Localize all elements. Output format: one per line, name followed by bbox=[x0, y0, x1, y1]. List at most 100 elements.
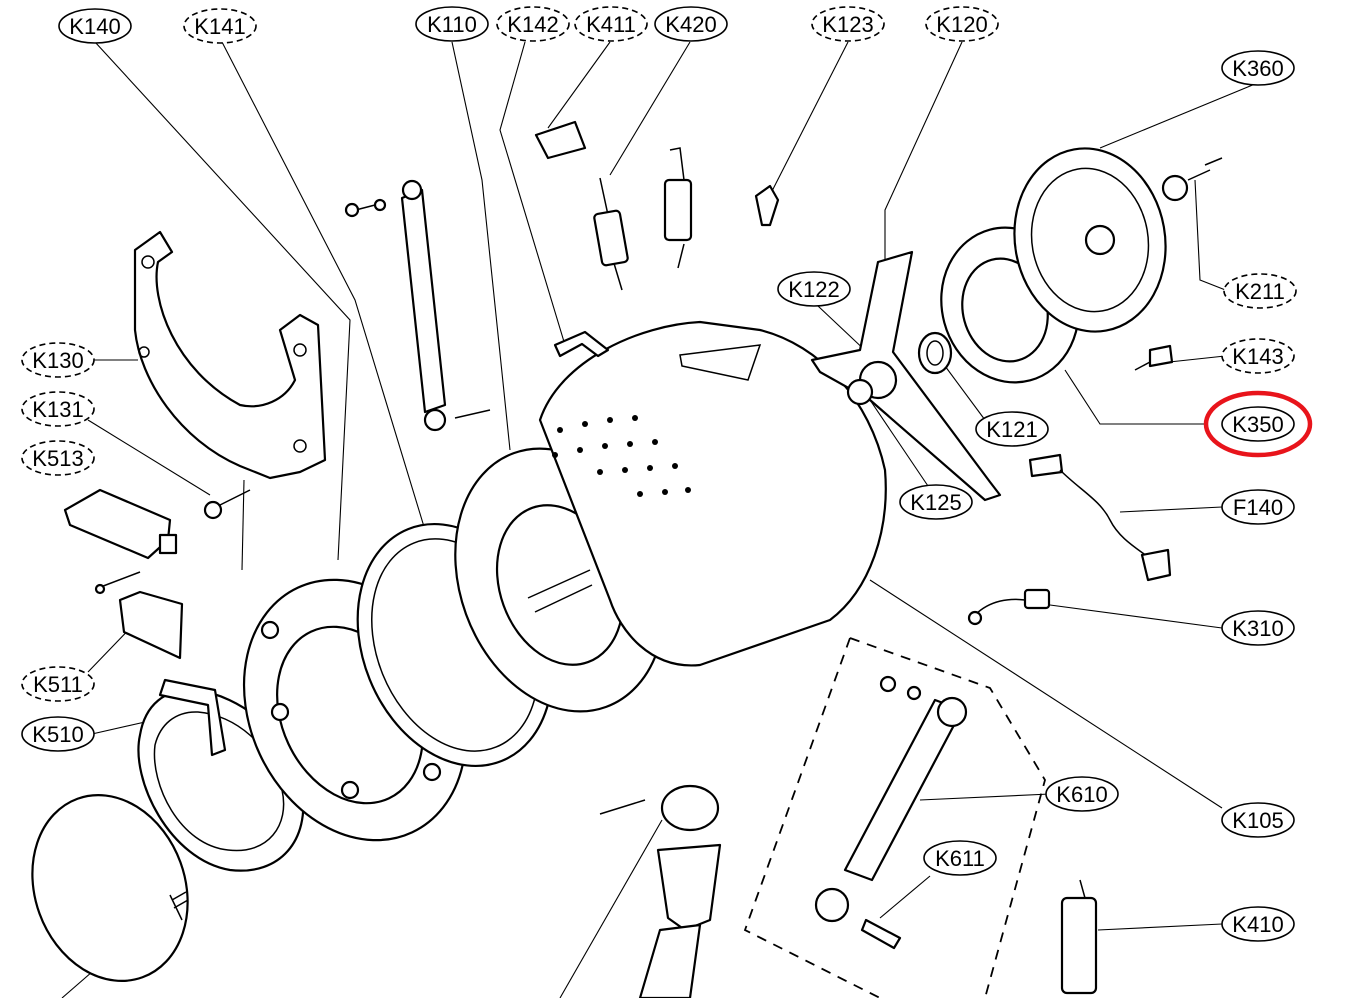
callout-k123: K123 bbox=[811, 6, 885, 42]
callout-label: K611 bbox=[935, 846, 985, 871]
door-handle-K511 bbox=[118, 590, 184, 660]
callout-k130: K130 bbox=[21, 342, 95, 378]
callout-label: K141 bbox=[194, 14, 245, 39]
callout-bubble bbox=[1221, 406, 1295, 442]
springs-K420 bbox=[593, 147, 693, 291]
tub-perforation bbox=[552, 415, 691, 497]
callout-k140: K140 bbox=[58, 8, 132, 44]
callout-label: K420 bbox=[665, 12, 716, 37]
callout-label: K142 bbox=[507, 12, 558, 37]
callout-label: K350 bbox=[1232, 412, 1283, 437]
callout-label: K130 bbox=[32, 348, 83, 373]
callout-bubble bbox=[1221, 610, 1295, 646]
spider-K120 bbox=[810, 250, 1002, 502]
callout-k611: K611 bbox=[923, 840, 997, 876]
door-hinge-K130 bbox=[133, 230, 327, 480]
callout-label: K510 bbox=[32, 722, 83, 747]
callout-k143: K143 bbox=[1221, 338, 1295, 374]
callout-label: K360 bbox=[1232, 56, 1283, 81]
callout-bubble bbox=[58, 8, 132, 44]
clip-K411 bbox=[534, 120, 587, 160]
callout-bubble bbox=[975, 411, 1049, 447]
callout-label: K143 bbox=[1232, 344, 1283, 369]
callout-k350: K350 bbox=[1203, 390, 1313, 458]
callout-bubble bbox=[1221, 50, 1295, 86]
callout-label: K411 bbox=[586, 12, 636, 37]
callout-bubble bbox=[1221, 802, 1295, 838]
callout-bubble bbox=[1045, 776, 1119, 812]
callout-k310: K310 bbox=[1221, 610, 1295, 646]
callout-bubble bbox=[811, 6, 885, 42]
callout-label: K110 bbox=[427, 12, 477, 37]
callout-label: K410 bbox=[1232, 912, 1283, 937]
screw-K131 bbox=[203, 489, 251, 520]
callout-k513: K513 bbox=[21, 440, 95, 476]
callout-bubble bbox=[777, 271, 851, 307]
callout-label: K120 bbox=[936, 12, 987, 37]
callout-k122: K122 bbox=[777, 271, 851, 307]
handle-cover-K513 bbox=[63, 488, 178, 595]
callout-bubble bbox=[1221, 906, 1295, 942]
drain-hose-assembly bbox=[599, 784, 722, 998]
callout-label: K310 bbox=[1232, 616, 1283, 641]
callout-k141: K141 bbox=[183, 8, 257, 44]
callout-labels: K140 K141 K110 K142 K411 K420 K123 K120K360K122… bbox=[21, 6, 1313, 942]
callout-bubble bbox=[925, 6, 999, 42]
callout-bubble bbox=[574, 6, 648, 42]
callout-label: K140 bbox=[69, 14, 120, 39]
rotor-K360 bbox=[1013, 147, 1223, 333]
callout-k121: K121 bbox=[975, 411, 1049, 447]
callout-k510: K510 bbox=[21, 716, 95, 752]
callout-bubble bbox=[654, 6, 728, 42]
bolt-K143 bbox=[1134, 344, 1174, 371]
damper-kit-K610 bbox=[743, 637, 1046, 998]
callout-bubble bbox=[21, 716, 95, 752]
callout-bubble bbox=[21, 666, 95, 702]
callout-k410: K410 bbox=[1221, 906, 1295, 942]
callout-bubble bbox=[1221, 338, 1295, 374]
callout-label: K211 bbox=[1235, 279, 1285, 304]
callout-bubble bbox=[21, 440, 95, 476]
callout-bubble bbox=[21, 391, 95, 427]
callout-k211: K211 bbox=[1223, 273, 1297, 309]
callout-k125: K125 bbox=[899, 484, 973, 520]
callout-k360: K360 bbox=[1221, 50, 1295, 86]
callout-label: K122 bbox=[788, 277, 839, 302]
highlight-ring bbox=[1203, 390, 1313, 458]
callout-k120: K120 bbox=[925, 6, 999, 42]
spring-K410 bbox=[1060, 879, 1098, 995]
callout-k131: K131 bbox=[21, 391, 95, 427]
callout-f140: F140 bbox=[1221, 489, 1295, 525]
shock-absorber-upper bbox=[344, 179, 491, 432]
seal-K121 bbox=[917, 331, 953, 375]
callout-k110: K110 bbox=[415, 6, 489, 42]
callout-label: K121 bbox=[986, 417, 1037, 442]
callout-bubble bbox=[923, 840, 997, 876]
callout-label: K105 bbox=[1232, 808, 1283, 833]
callout-bubble bbox=[21, 342, 95, 378]
leader-lines bbox=[61, 41, 1256, 998]
wire-harness-F140 bbox=[1028, 453, 1172, 582]
bolt-K123 bbox=[754, 184, 780, 227]
callout-label: K511 bbox=[33, 672, 83, 697]
callout-label: K123 bbox=[822, 12, 873, 37]
callout-bubble bbox=[415, 6, 489, 42]
callout-label: K610 bbox=[1056, 782, 1107, 807]
callout-label: K125 bbox=[910, 490, 961, 515]
callout-label: K513 bbox=[32, 446, 83, 471]
door-glass-ring bbox=[31, 794, 189, 982]
callout-label: F140 bbox=[1233, 495, 1283, 520]
sensor-K310 bbox=[967, 588, 1051, 626]
callout-k511: K511 bbox=[21, 666, 95, 702]
callout-k105: K105 bbox=[1221, 802, 1295, 838]
callout-k420: K420 bbox=[654, 6, 728, 42]
callout-bubble bbox=[899, 484, 973, 520]
callout-label: K131 bbox=[32, 397, 83, 422]
tub-bracket-K142 bbox=[553, 330, 610, 358]
callout-bubble bbox=[1221, 489, 1295, 525]
tub-K105 bbox=[538, 320, 887, 667]
callout-bubble bbox=[183, 8, 257, 44]
callout-bubble bbox=[1223, 273, 1297, 309]
